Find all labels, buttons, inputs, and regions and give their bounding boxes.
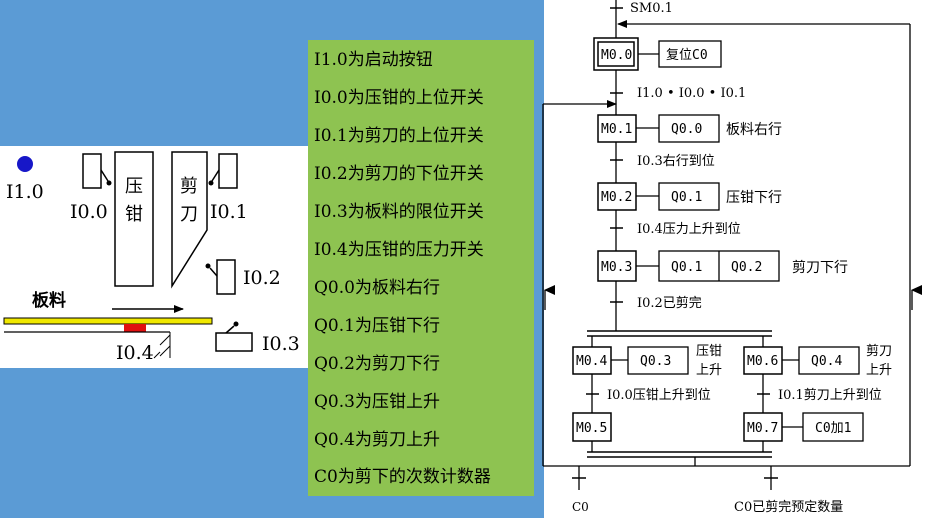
sheet-material — [3, 317, 213, 325]
transition-c0: C0 — [572, 500, 589, 514]
legend-line: Q0.0为板料右行 — [314, 278, 440, 298]
svg-text:M0.7: M0.7 — [747, 421, 778, 436]
press-label-1: 压 — [125, 176, 143, 197]
legend-line: C0为剪下的次数计数器 — [314, 467, 491, 487]
press-upper-switch-label: I0.0 — [70, 201, 108, 223]
sheet-label: 板料 — [32, 290, 66, 311]
action-m04-desc-2: 上升 — [696, 363, 722, 378]
svg-text:Q0.1: Q0.1 — [671, 190, 702, 205]
legend-background — [308, 40, 534, 496]
transition-t3: I0.4压力上升到位 — [637, 222, 741, 237]
limit-switch — [215, 332, 253, 352]
transition-t6: I0.1剪刀上升到位 — [778, 387, 882, 403]
shear-lower-lever — [209, 267, 218, 277]
transition-t4: I0.2已剪完 — [637, 295, 702, 311]
action-m06-desc-1: 剪刀 — [866, 343, 892, 359]
svg-text:M0.5: M0.5 — [576, 421, 607, 436]
limit-switch-lever — [225, 325, 235, 334]
svg-text:M0.1: M0.1 — [601, 122, 632, 137]
pressure-switch-label: I0.4 — [116, 342, 154, 364]
press-clamp — [114, 151, 154, 287]
start-button-label: I1.0 — [6, 181, 44, 203]
shear-machine-diagram: I1.0 I0.0 压 钳 剪 刀 I0.1 I0.2 板料 — [3, 151, 300, 364]
transition-t5: I0.0压钳上升到位 — [607, 388, 711, 403]
action-m04: Q0.3 — [627, 346, 689, 375]
table-hatching — [153, 332, 171, 359]
shear-switch-roller — [208, 180, 214, 186]
machine-area — [0, 146, 308, 368]
transition-t2: I0.3右行到位 — [637, 154, 715, 169]
press-switch-roller — [106, 180, 112, 186]
shear-blade — [171, 151, 208, 289]
action-m07: C0加1 — [802, 412, 864, 442]
press-label-2: 钳 — [125, 204, 143, 225]
svg-text:M0.3: M0.3 — [601, 260, 632, 275]
pressure-sensor — [124, 324, 146, 332]
action-m01: Q0.0 — [658, 114, 720, 143]
transition-c0-done: C0已剪完预定数量 — [734, 499, 843, 515]
legend-line: Q0.1为压钳下行 — [314, 316, 440, 336]
shear-lower-switch-label: I0.2 — [243, 267, 281, 289]
action-m03-desc: 剪刀下行 — [792, 260, 848, 276]
svg-text:Q0.2: Q0.2 — [731, 260, 762, 275]
shear-lower-roller — [205, 263, 211, 269]
limit-switch-label: I0.3 — [262, 333, 300, 355]
io-legend: I1.0为启动按钮 I0.0为压钳的上位开关 I0.1为剪刀的上位开关 I0.2… — [308, 40, 534, 496]
svg-text:复位C0: 复位C0 — [666, 48, 708, 63]
svg-text:M0.6: M0.6 — [747, 354, 778, 369]
legend-line: Q0.4为剪刀上升 — [314, 430, 440, 450]
svg-text:Q0.4: Q0.4 — [811, 354, 842, 369]
action-m04-desc-1: 压钳 — [696, 344, 722, 359]
legend-line: I0.0为压钳的上位开关 — [314, 88, 484, 108]
action-m01-desc: 板料右行 — [726, 122, 782, 138]
action-m02: Q0.1 — [658, 182, 720, 211]
legend-line: I0.3为板料的限位开关 — [314, 202, 484, 222]
legend-line: I0.4为压钳的压力开关 — [314, 240, 484, 260]
legend-line: I0.1为剪刀的上位开关 — [314, 126, 484, 146]
shear-label-2: 刀 — [180, 204, 198, 225]
action-m00: 复位C0 — [658, 40, 722, 68]
legend-line: Q0.3为压钳上升 — [314, 392, 440, 412]
transition-t1: I1.0 • I0.0 • I0.1 — [637, 86, 746, 101]
legend-line: I0.2为剪刀的下位开关 — [314, 164, 484, 184]
legend-line: Q0.2为剪刀下行 — [314, 354, 440, 374]
action-m02-desc: 压钳下行 — [726, 190, 782, 206]
svg-text:Q0.0: Q0.0 — [671, 122, 702, 137]
sfc-background — [544, 0, 928, 518]
shear-switch-lever — [211, 169, 220, 182]
svg-text:M0.2: M0.2 — [601, 190, 632, 205]
shear-label-1: 剪 — [180, 176, 198, 197]
action-m06-desc-2: 上升 — [866, 363, 892, 378]
svg-text:Q0.3: Q0.3 — [640, 354, 671, 369]
svg-text:C0加1: C0加1 — [815, 421, 851, 436]
limit-switch-roller — [233, 321, 239, 327]
legend-line: I1.0为启动按钮 — [314, 50, 433, 70]
svg-text:M0.0: M0.0 — [601, 48, 632, 63]
shear-upper-switch-label: I0.1 — [210, 201, 248, 223]
transition-init: SM0.1 — [630, 1, 673, 16]
action-m03: Q0.1 Q0.2 — [658, 250, 780, 282]
svg-text:M0.4: M0.4 — [576, 354, 607, 369]
start-button-indicator — [15, 154, 35, 174]
sfc-diagram: SM0.1 M0.0 复位C0 I1.0 • I0.0 • I0.1 M0.1 … — [542, 0, 928, 518]
shear-lower-switch — [216, 259, 236, 295]
press-switch-lever — [100, 169, 109, 182]
action-m06: Q0.4 — [798, 346, 860, 375]
svg-text:Q0.1: Q0.1 — [671, 260, 702, 275]
